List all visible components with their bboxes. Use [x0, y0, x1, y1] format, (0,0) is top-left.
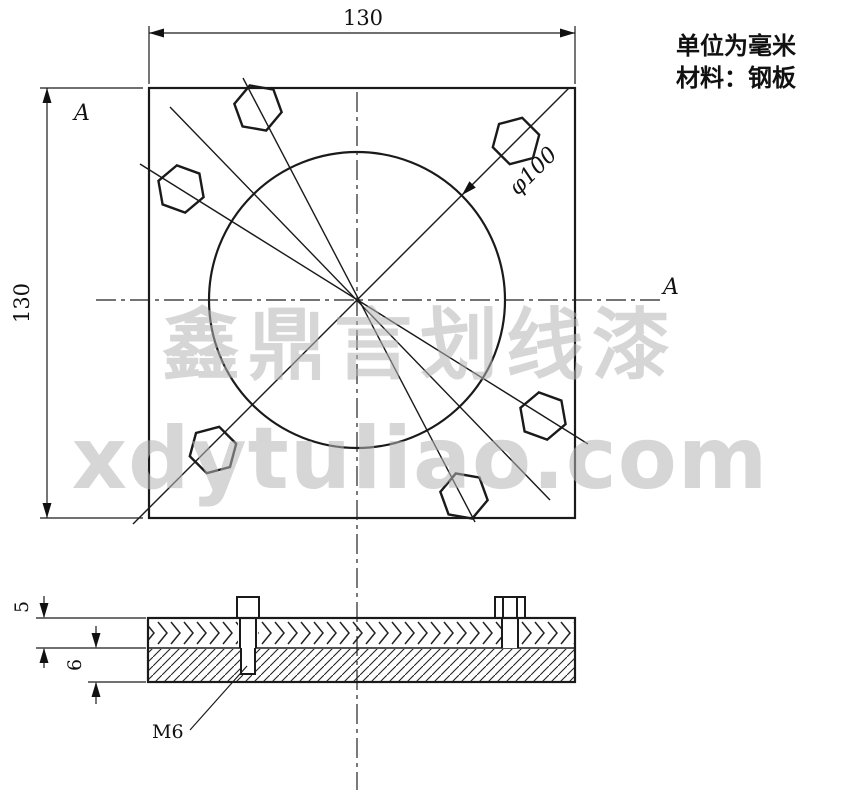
section-marker-a-right: A [661, 275, 679, 300]
bolt-left-section [236, 596, 260, 675]
dimension-arrow-left [149, 28, 164, 38]
plate-outline [147, 86, 577, 520]
bolt-head [236, 596, 260, 619]
dimension-top-width: 130 [148, 6, 576, 84]
diameter-label: φ100 [504, 142, 562, 200]
dimension-arrow-right [560, 28, 575, 38]
section-plate-outline [146, 616, 577, 684]
dimension-thickness-upper: 5 [11, 596, 146, 668]
bolt-right-section [494, 596, 526, 648]
bolt-shaft-clearance [240, 618, 256, 648]
leader-arrow [462, 181, 476, 195]
dimension-arrow [39, 648, 49, 663]
dimension-arrow [39, 603, 49, 618]
leader-line [189, 665, 248, 731]
section-marker-a-left: A [72, 101, 90, 126]
dimension-value-top: 130 [343, 6, 383, 30]
hatch-upper-plate-3 [518, 619, 574, 647]
bolt-hex-3 [157, 164, 205, 214]
hatch-upper-plate-1 [149, 619, 238, 647]
material-note: 材料：钢板 [676, 64, 797, 92]
bolt-hexagons [157, 84, 567, 520]
diameter-callout: φ100 [462, 142, 563, 201]
watermark-text-cn: 鑫鼎言划线漆 [162, 301, 678, 391]
drawing-notes: 单位为毫米 材料：钢板 [676, 32, 797, 92]
bolt-shaft-clearance [502, 618, 518, 648]
hatch-upper-plate-2 [258, 619, 502, 647]
section-view [146, 596, 577, 684]
diagonal-line-anti [132, 87, 570, 525]
dimension-thickness-lower: 6 [64, 626, 146, 704]
dimension-arrow-top [42, 88, 52, 103]
dimension-arrow [91, 682, 101, 697]
bolt-head [494, 596, 526, 619]
bolt-hex-5 [188, 425, 238, 475]
diagonal-line-main [169, 106, 551, 501]
top-view [96, 77, 662, 790]
tapped-hole-outline [240, 648, 256, 675]
dimension-arrow-bottom [42, 503, 52, 518]
dimension-value-6: 6 [64, 659, 86, 671]
thread-callout: M6 [152, 665, 248, 743]
dimension-arrow [91, 633, 101, 648]
watermark: 鑫鼎言划线漆 xdytuliao.com [72, 301, 769, 509]
diagonal-line-shallow [139, 163, 589, 445]
units-note: 单位为毫米 [676, 32, 796, 60]
hatch-lower-plate [149, 649, 574, 681]
watermark-text-url: xdytuliao.com [72, 409, 769, 509]
bolt-hex-6 [438, 472, 490, 520]
bolt-hex-1 [232, 84, 284, 132]
bolt-hex-2 [491, 116, 541, 166]
tapped-hole [241, 648, 255, 674]
thread-label: M6 [152, 721, 184, 743]
bolt-hex-4 [519, 391, 567, 441]
dimension-value-5: 5 [11, 601, 33, 613]
dimension-value-left: 130 [10, 283, 34, 323]
dimension-left-height: 130 [10, 87, 143, 519]
